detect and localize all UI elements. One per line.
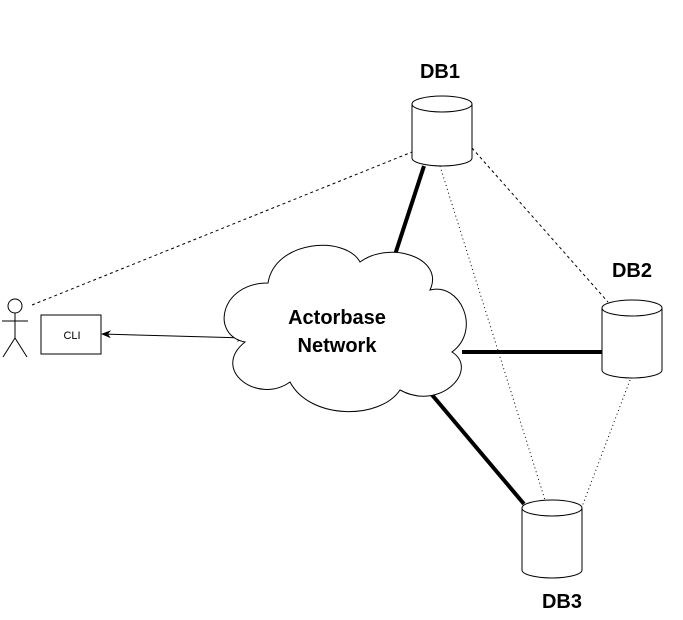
db2-cylinder: DB2 bbox=[601, 260, 663, 379]
cloud-label-line1: Actorbase bbox=[288, 307, 386, 329]
db1-label: DB1 bbox=[420, 61, 460, 83]
user-db1-dashed-link bbox=[31, 151, 413, 306]
cli-box: CLI bbox=[40, 314, 102, 355]
cli-cloud-arrow bbox=[101, 330, 247, 342]
db2-db3-dotted-link bbox=[579, 379, 631, 513]
cloud-db3-link bbox=[420, 381, 526, 506]
actorbase-network-cloud: Actorbase Network bbox=[223, 244, 467, 413]
user-actor-icon bbox=[2, 298, 28, 358]
cloud-label-line2: Network bbox=[298, 335, 378, 357]
db1-db2-dashed-link bbox=[471, 147, 609, 303]
db2-label: DB2 bbox=[612, 260, 652, 282]
db3-label: DB3 bbox=[542, 591, 582, 613]
db3-cylinder: DB3 bbox=[521, 499, 583, 613]
db1-cylinder: DB1 bbox=[411, 61, 473, 167]
cli-label: CLI bbox=[63, 330, 80, 342]
